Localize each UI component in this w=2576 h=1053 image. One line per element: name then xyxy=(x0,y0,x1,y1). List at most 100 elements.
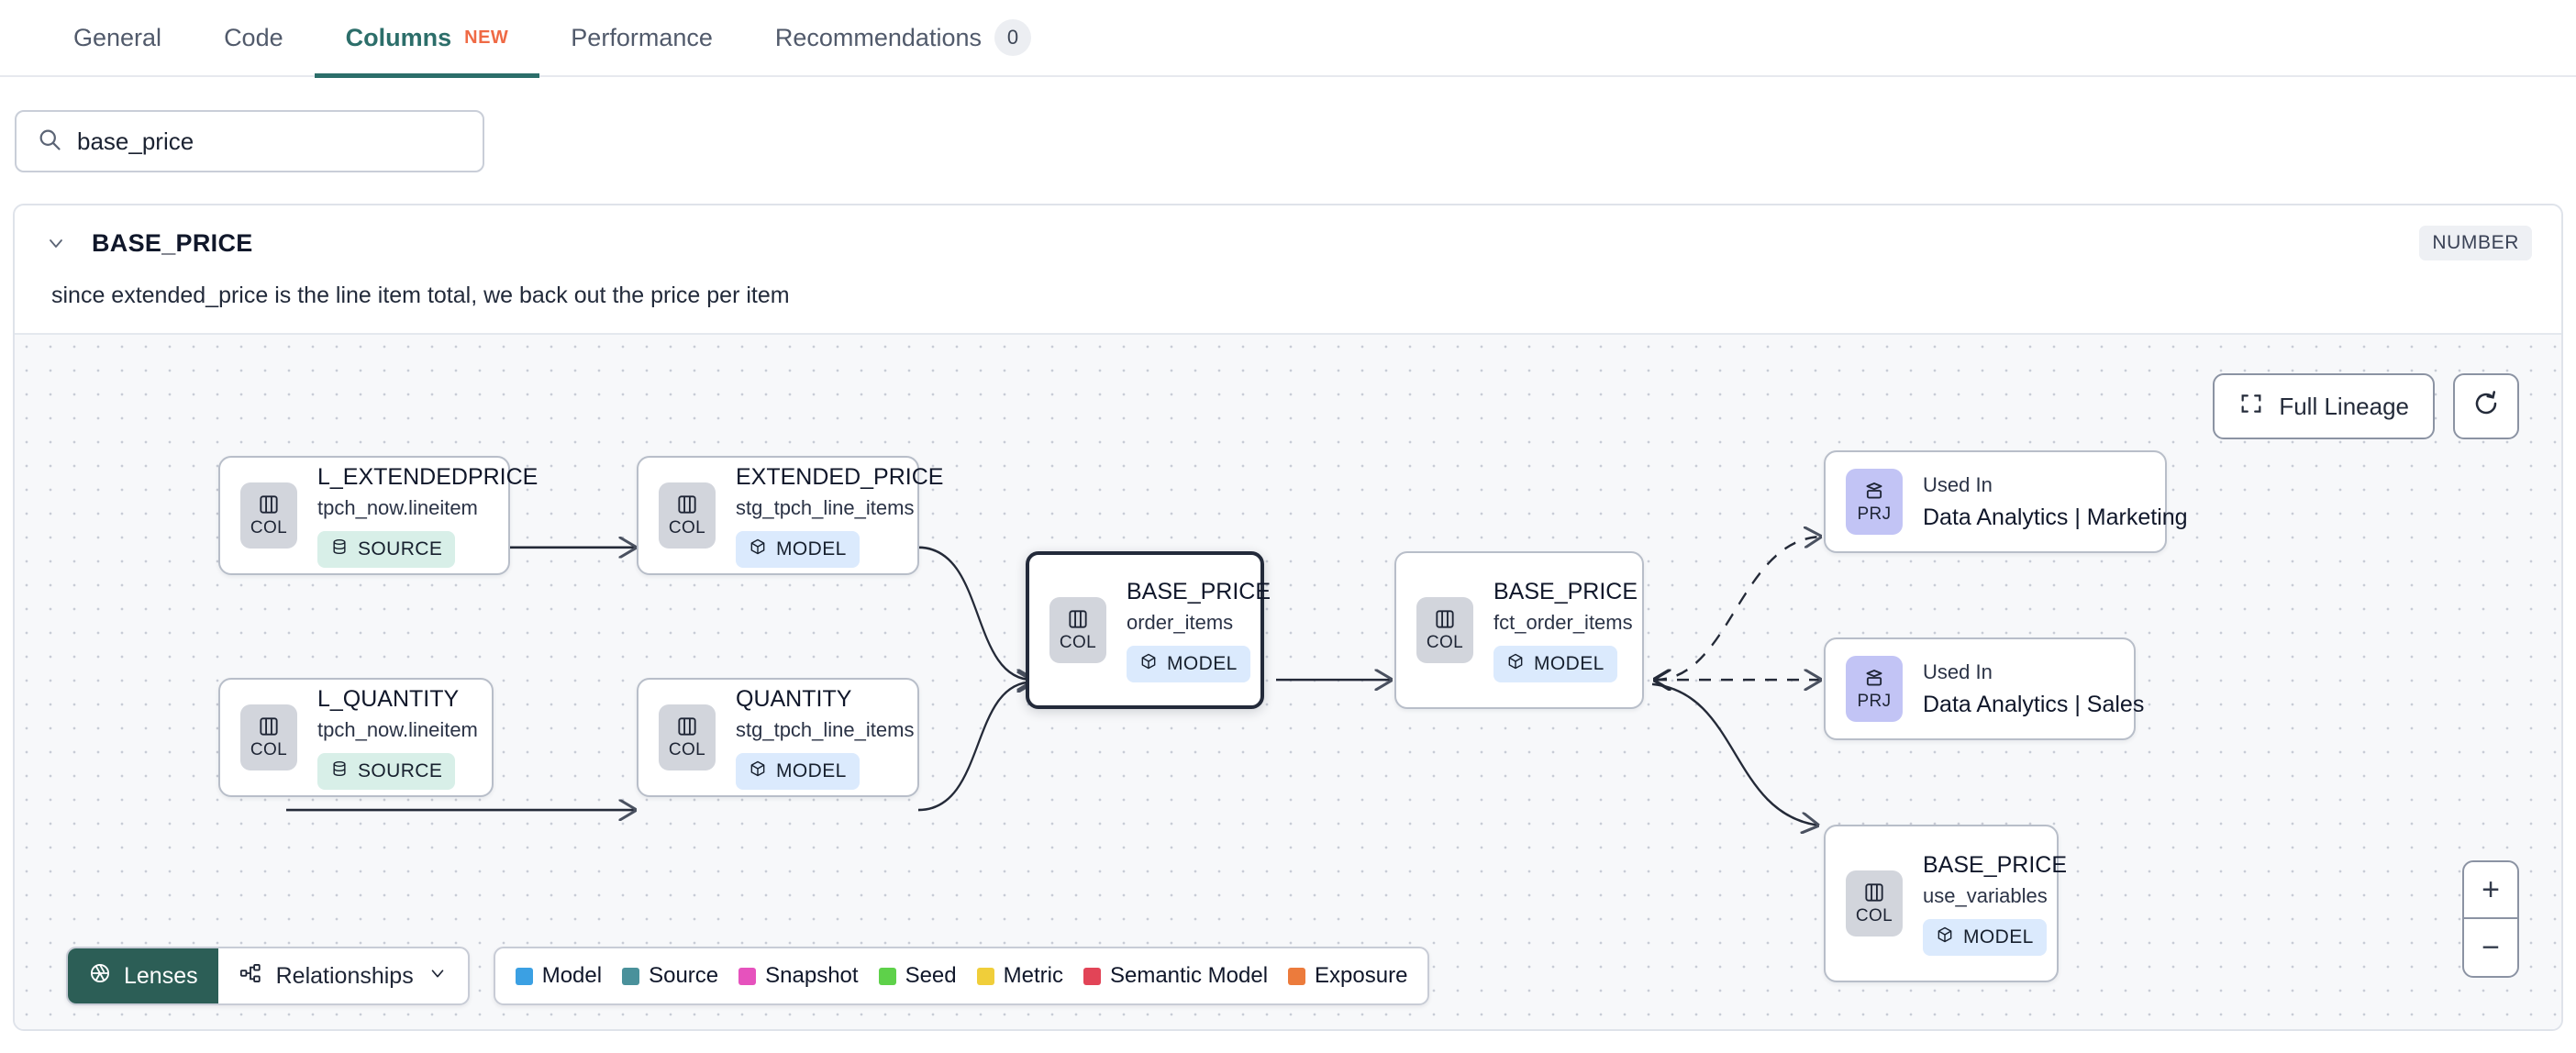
node-name: Data Analytics | Sales xyxy=(1923,691,2145,717)
node-name: L_QUANTITY xyxy=(317,685,460,712)
lineage-node-base-price-fct-order-items[interactable]: COL BASE_PRICE fct_order_items MODEL xyxy=(1394,551,1644,709)
relationships-label: Relationships xyxy=(275,962,414,989)
pill-label: SOURCE xyxy=(358,538,443,560)
node-used-in-label: Used In xyxy=(1923,472,1993,496)
legend-label: Seed xyxy=(905,963,957,988)
tab-recommendations[interactable]: Recommendations 0 xyxy=(744,0,1062,76)
legend-label: Source xyxy=(649,963,719,988)
node-type-pill: MODEL xyxy=(736,530,860,568)
cube-icon xyxy=(1506,652,1525,676)
refresh-icon xyxy=(2471,389,2501,425)
tab-bar: General Code Columns NEW Performance Rec… xyxy=(0,0,2576,78)
chevron-down-icon[interactable] xyxy=(44,231,68,255)
tab-performance[interactable]: Performance xyxy=(539,0,744,76)
column-icon: COL xyxy=(1049,597,1106,663)
pill-label: SOURCE xyxy=(358,759,443,781)
lineage-node-l-quantity[interactable]: COL L_QUANTITY tpch_now.lineitem SOURCE xyxy=(218,678,494,797)
recommendations-count-badge: 0 xyxy=(994,19,1031,56)
chevron-down-icon xyxy=(427,963,448,990)
node-name: QUANTITY xyxy=(736,685,852,712)
search-area xyxy=(0,77,2576,172)
column-icon: COL xyxy=(240,704,297,770)
pill-label: MODEL xyxy=(1534,652,1604,674)
badge-label: PRJ xyxy=(1857,692,1892,711)
lineage-node-extended-price[interactable]: COL EXTENDED_PRICE stg_tpch_line_items M… xyxy=(637,456,943,575)
pill-label: MODEL xyxy=(776,538,847,560)
legend-swatch xyxy=(1288,967,1306,985)
badge-label: COL xyxy=(1426,633,1464,652)
legend-swatch xyxy=(738,967,757,985)
lineage-node-l-extendedprice[interactable]: COL L_EXTENDEDPRICE tpch_now.lineitem SO… xyxy=(218,456,539,575)
column-card: BASE_PRICE NUMBER since extended_price i… xyxy=(13,204,2563,1031)
lenses-label: Lenses xyxy=(124,962,198,989)
pill-label: MODEL xyxy=(1167,652,1238,674)
column-type-badge: NUMBER xyxy=(2419,226,2532,260)
legend-label: Exposure xyxy=(1315,963,1408,988)
column-description: since extended_price is the line item to… xyxy=(51,283,790,308)
cube-icon xyxy=(749,759,767,783)
cube-icon xyxy=(749,538,767,561)
lineage-node-quantity[interactable]: COL QUANTITY stg_tpch_line_items MODEL xyxy=(637,678,919,797)
legend-swatch xyxy=(976,967,994,985)
zoom-in-button[interactable]: + xyxy=(2464,862,2517,919)
cube-icon xyxy=(1936,926,1954,949)
lenses-relationships-group: Lenses Relationships xyxy=(66,947,470,1005)
search-input[interactable] xyxy=(77,127,462,156)
zoom-controls: + − xyxy=(2462,860,2519,978)
node-subtitle: fct_order_items xyxy=(1493,610,1633,634)
legend-item-seed: Seed xyxy=(878,963,957,989)
column-icon: COL xyxy=(1416,597,1473,663)
tab-label: General xyxy=(73,23,162,51)
lineage-canvas[interactable]: COL L_EXTENDEDPRICE tpch_now.lineitem SO… xyxy=(15,333,2561,1029)
tab-code[interactable]: Code xyxy=(193,0,315,76)
project-icon: PRJ xyxy=(1846,656,1903,722)
legend-item-metric: Metric xyxy=(976,963,1063,989)
column-icon: COL xyxy=(659,704,716,770)
legend-swatch xyxy=(515,967,533,985)
lineage-node-project-sales[interactable]: PRJ Used In Data Analytics | Sales xyxy=(1824,637,2145,740)
legend-swatch xyxy=(622,967,640,985)
lineage-node-base-price-order-items[interactable]: COL BASE_PRICE order_items MODEL xyxy=(1026,551,1271,709)
lineage-node-base-price-use-variables[interactable]: COL BASE_PRICE use_variables MODEL xyxy=(1824,825,2068,982)
badge-label: COL xyxy=(668,740,706,759)
badge-label: COL xyxy=(1059,633,1097,652)
badge-label: PRJ xyxy=(1857,504,1892,524)
tab-general[interactable]: General xyxy=(42,0,193,76)
node-subtitle: stg_tpch_line_items xyxy=(736,495,915,519)
search-box[interactable] xyxy=(15,110,484,172)
relationships-icon xyxy=(239,961,262,992)
legend-label: Metric xyxy=(1003,963,1063,988)
full-lineage-button[interactable]: Full Lineage xyxy=(2213,373,2435,439)
lineage-bottom-toolbar: Lenses Relationships xyxy=(66,947,1430,1005)
node-subtitle: tpch_now.lineitem xyxy=(317,717,478,741)
badge-label: COL xyxy=(250,518,288,538)
legend-item-model: Model xyxy=(515,963,602,989)
legend-item-exposure: Exposure xyxy=(1288,963,1407,989)
legend-item-snapshot: Snapshot xyxy=(738,963,859,989)
column-icon: COL xyxy=(659,482,716,549)
node-type-pill: MODEL xyxy=(1127,645,1250,682)
legend-label: Semantic Model xyxy=(1109,963,1269,988)
node-subtitle: order_items xyxy=(1127,610,1234,634)
node-type-pill: MODEL xyxy=(736,752,860,790)
legend-item-semantic-model: Semantic Model xyxy=(1083,963,1268,989)
aperture-icon xyxy=(88,961,112,992)
column-icon: COL xyxy=(1846,870,1903,937)
lenses-button[interactable]: Lenses xyxy=(68,948,218,1003)
expand-icon xyxy=(2238,391,2264,423)
node-type-pill: MODEL xyxy=(1923,918,2047,956)
lineage-node-project-marketing[interactable]: PRJ Used In Data Analytics | Marketing xyxy=(1824,450,2188,553)
search-icon xyxy=(37,127,62,157)
node-subtitle: tpch_now.lineitem xyxy=(317,495,478,519)
database-icon xyxy=(330,538,349,561)
node-name: BASE_PRICE xyxy=(1493,578,1638,604)
tab-columns[interactable]: Columns NEW xyxy=(314,0,540,78)
node-name: BASE_PRICE xyxy=(1923,851,2068,878)
refresh-button[interactable] xyxy=(2453,373,2519,439)
node-name: BASE_PRICE xyxy=(1127,578,1271,604)
lineage-legend: Model Source Snapshot Seed Metric xyxy=(493,947,1430,1005)
zoom-out-button[interactable]: − xyxy=(2482,929,2500,965)
node-type-pill: SOURCE xyxy=(317,752,456,790)
node-name: L_EXTENDEDPRICE xyxy=(317,463,539,490)
relationships-dropdown[interactable]: Relationships xyxy=(218,948,468,1003)
